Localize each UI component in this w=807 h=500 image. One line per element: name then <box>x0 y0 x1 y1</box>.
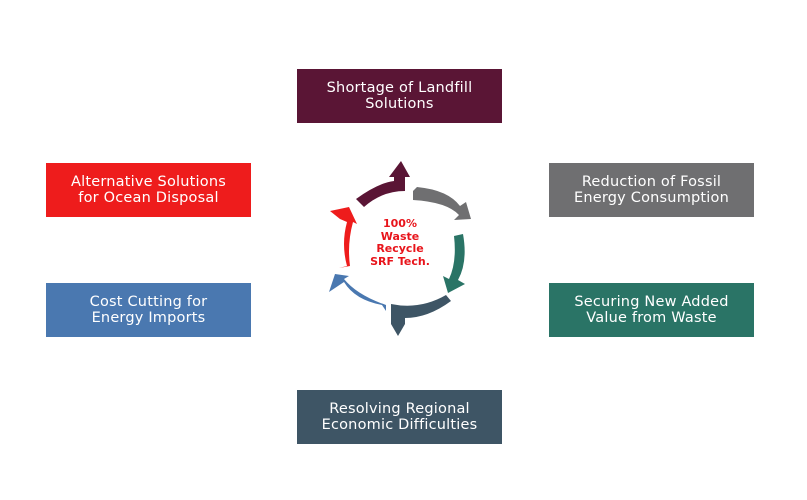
arrow-maroon <box>356 161 410 207</box>
center-label-100-waste-recycle: 100% Waste Recycle SRF Tech. <box>370 217 430 268</box>
box-resolving-regional-difficulties: Resolving Regional Economic Difficulties <box>297 390 502 444</box>
arrow-blue <box>329 274 386 311</box>
box-shortage-of-landfill: Shortage of Landfill Solutions <box>297 69 502 123</box>
arrow-gray <box>413 187 471 220</box>
arrow-teal <box>443 234 465 293</box>
arrow-slate <box>391 295 451 336</box>
box-alternative-ocean-disposal: Alternative Solutions for Ocean Disposal <box>46 163 251 217</box>
box-cost-cutting-energy-imports: Cost Cutting for Energy Imports <box>46 283 251 337</box>
box-reduction-fossil-energy: Reduction of Fossil Energy Consumption <box>549 163 754 217</box>
arrow-red <box>330 207 357 268</box>
box-securing-added-value: Securing New Added Value from Waste <box>549 283 754 337</box>
recycle-cycle-diagram <box>329 161 471 336</box>
